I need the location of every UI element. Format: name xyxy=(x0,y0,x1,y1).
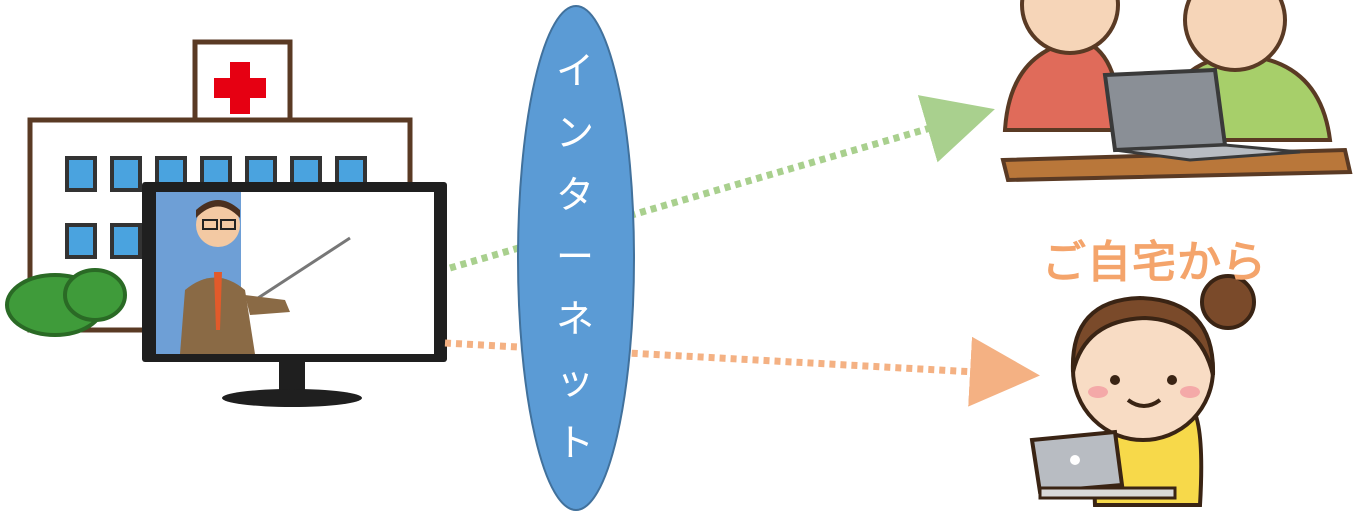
woman-laptop-icon xyxy=(1029,274,1256,507)
monitor-icon xyxy=(142,182,447,407)
arrow-orange xyxy=(444,336,1040,407)
presenter-icon xyxy=(180,200,351,354)
from-home-label: ご自宅から xyxy=(1042,237,1267,288)
internet-ellipse xyxy=(517,5,635,511)
internet-label: インターネット xyxy=(555,49,594,465)
elderly-couple-laptop-icon xyxy=(1000,0,1353,183)
bush-icon xyxy=(5,268,127,337)
